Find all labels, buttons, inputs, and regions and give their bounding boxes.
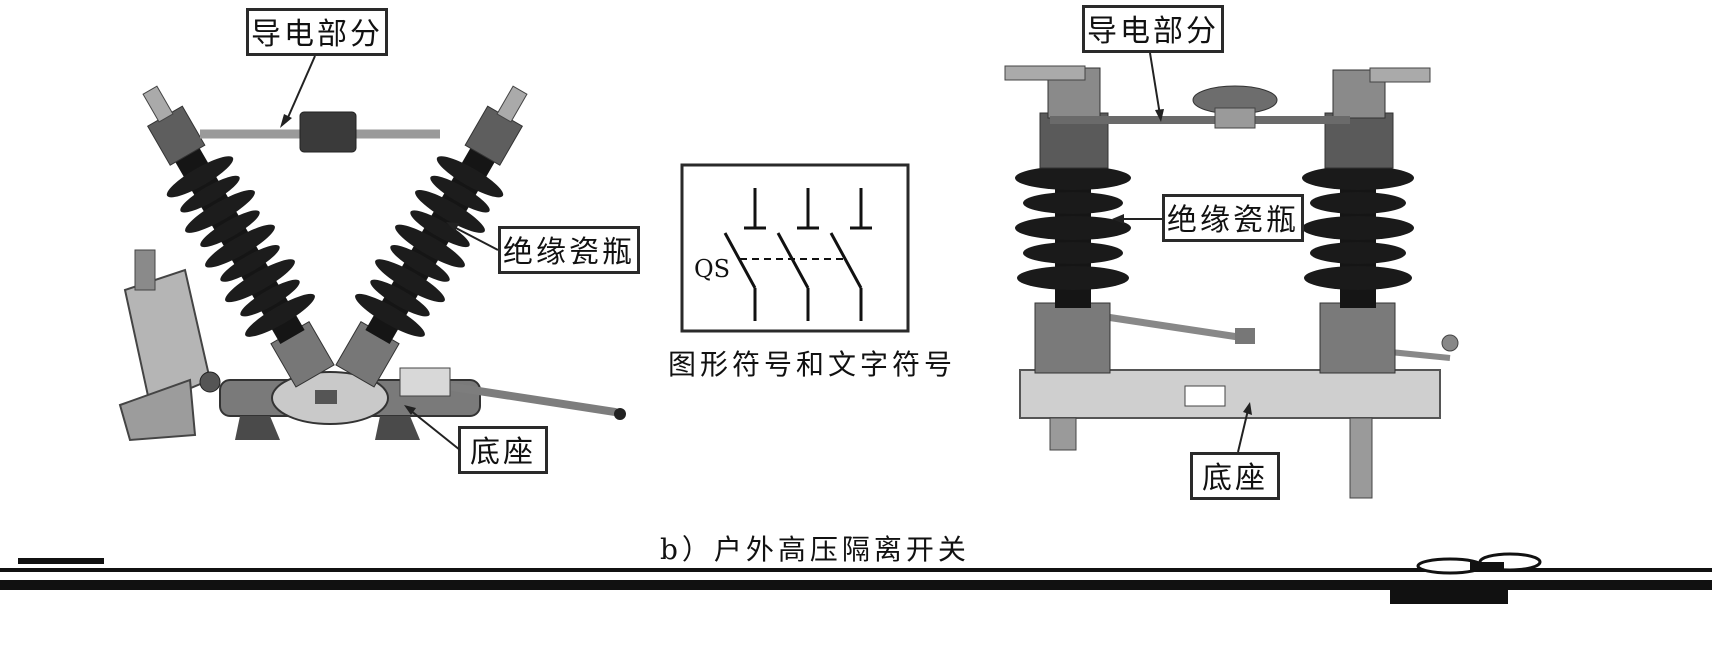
qs-switch-symbol (680, 163, 910, 333)
left-label-conductive: 导电部分 (246, 8, 388, 56)
qs-designator: QS (694, 255, 731, 283)
right-base (1019, 369, 1441, 499)
right-insulator-post-b (1302, 67, 1431, 374)
pen-decoration (1416, 552, 1542, 575)
left-conductive-bar (200, 111, 440, 153)
right-conductive-blade (1050, 85, 1350, 129)
left-insulator-column-b (335, 85, 528, 388)
symbol-caption: 图形符号和文字符号 (668, 348, 957, 381)
figure-caption: b）户外高压隔离开关 (660, 533, 970, 566)
short-rule-left (18, 558, 104, 564)
right-disconnector-illustration (1004, 65, 1459, 499)
right-leader-lines (1112, 52, 1252, 453)
left-label-base: 底座 (458, 426, 548, 474)
right-label-conductive: 导电部分 (1082, 5, 1224, 53)
left-disconnector-illustration (118, 85, 626, 442)
page-rule-thick (0, 580, 1712, 590)
operating-mechanism-box (118, 249, 212, 442)
left-leader-lines (280, 55, 499, 451)
left-insulator-column-a (142, 85, 335, 388)
right-label-insulator: 绝缘瓷瓶 (1162, 194, 1304, 242)
left-label-insulator: 绝缘瓷瓶 (498, 226, 640, 274)
page-rule-thin (0, 568, 1712, 572)
right-label-base: 底座 (1190, 452, 1280, 500)
operating-rod (399, 367, 626, 420)
corner-block (1390, 590, 1508, 604)
right-insulator-post-a (1004, 65, 1131, 374)
